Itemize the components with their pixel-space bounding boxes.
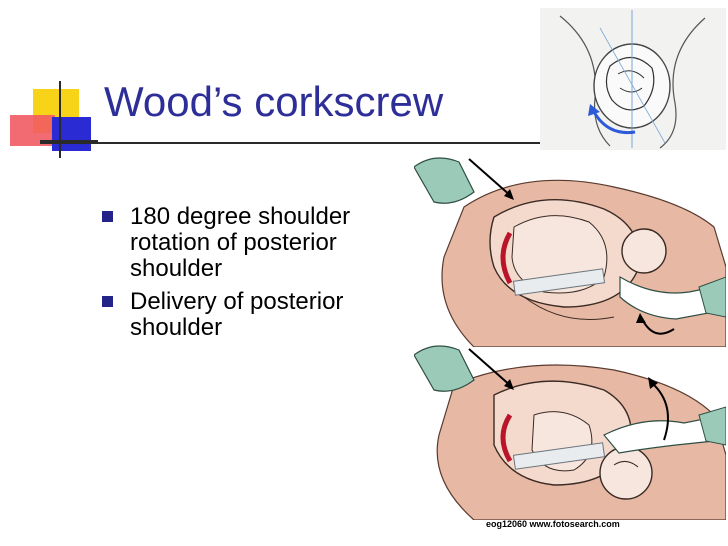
- lift-arrow-icon: [648, 377, 658, 389]
- posterior-shoulder-delivery-illustration: [414, 345, 726, 520]
- bullet-square-icon: [102, 211, 113, 222]
- bullet-item: Delivery of posterior shoulder: [100, 289, 400, 341]
- credit-site: www.fotosearch.com: [529, 519, 620, 529]
- posterior-shoulder-rotation-illustration: [414, 157, 726, 347]
- credit-code: eog12060: [486, 519, 528, 529]
- blue-rotation-arrow-icon: [588, 104, 600, 116]
- push-arrow-icon: [504, 379, 514, 390]
- rotation-arrow-icon: [636, 313, 646, 323]
- bullet-list: 180 degree shoulder rotation of posterio…: [100, 204, 400, 348]
- bullet-item: 180 degree shoulder rotation of posterio…: [100, 204, 400, 282]
- image-credit: eog12060 www.fotosearch.com: [486, 519, 620, 529]
- slide-title: Wood’s corkscrew: [104, 78, 444, 125]
- push-arrow-icon: [504, 189, 514, 200]
- logo-blue-square: [52, 117, 91, 151]
- title-underline: [40, 142, 542, 144]
- bullet-square-icon: [102, 296, 113, 307]
- bullet-text: Delivery of posterior shoulder: [130, 288, 344, 341]
- rotation-sketch-illustration: [540, 8, 726, 150]
- logo-horizontal-line: [40, 140, 98, 142]
- logo-vertical-line: [59, 81, 61, 158]
- bullet-text: 180 degree shoulder rotation of posterio…: [130, 203, 351, 282]
